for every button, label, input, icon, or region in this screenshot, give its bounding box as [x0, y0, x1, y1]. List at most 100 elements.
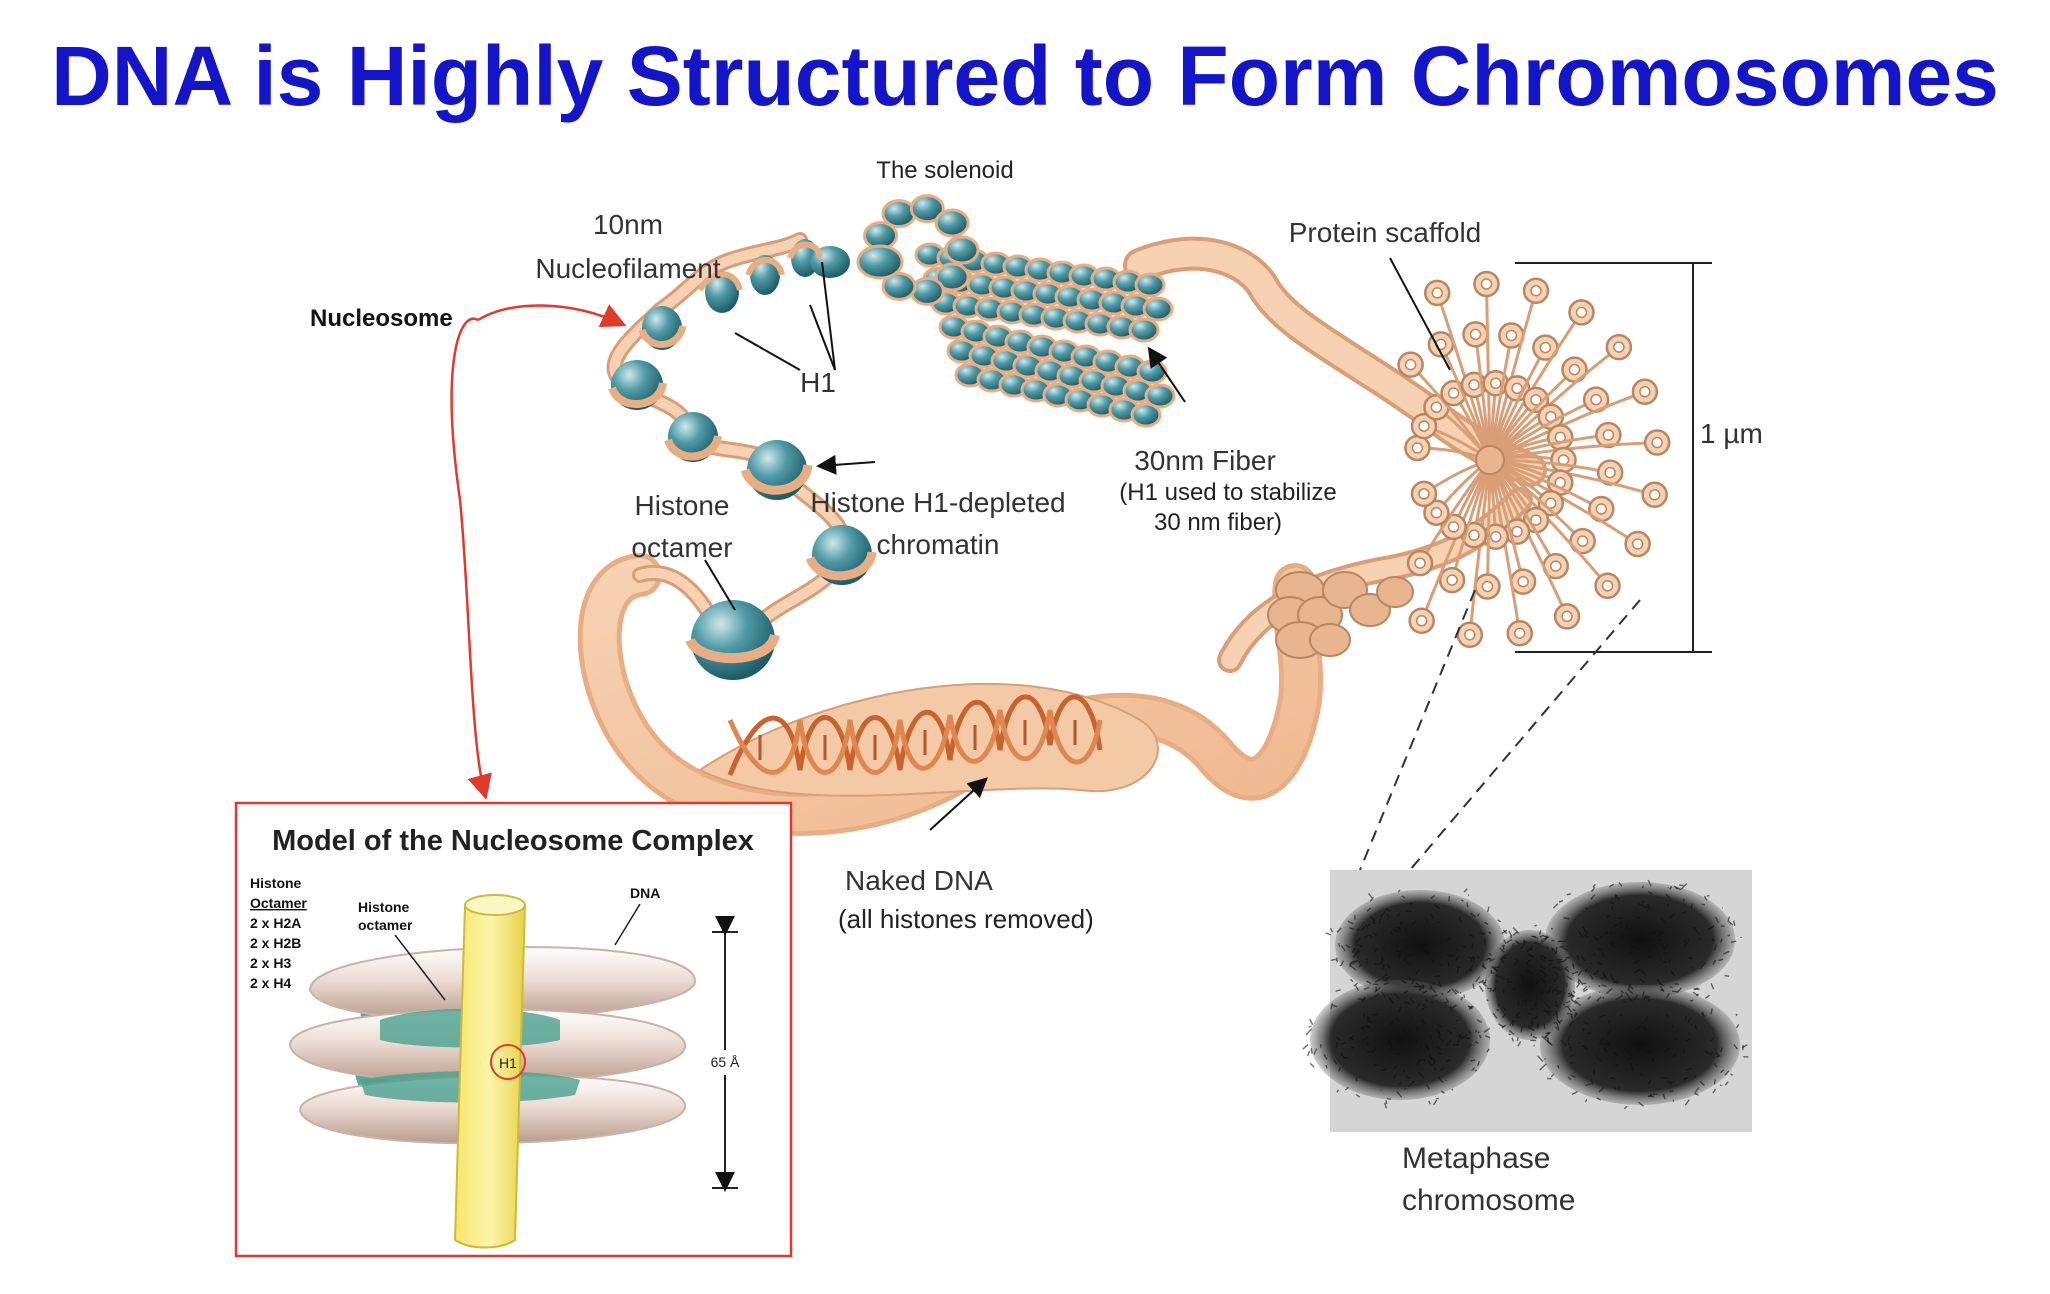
- inset-component: 2 x H3: [250, 955, 291, 971]
- chromatin-texture: [1535, 981, 1538, 985]
- chromatin-texture: [1431, 994, 1438, 998]
- chromatin-texture: [1672, 1037, 1678, 1042]
- chromatin-texture: [1598, 1042, 1605, 1046]
- chromatin-texture: [1555, 989, 1562, 993]
- chromatin-texture: [1430, 1001, 1434, 1004]
- chromatin-texture: [1711, 938, 1715, 942]
- chromatin-texture: [1309, 1018, 1314, 1025]
- chromatin-texture: [1357, 998, 1363, 1001]
- inset-octamer-label-2: octamer: [358, 917, 413, 933]
- chromatin-texture: [1597, 961, 1603, 966]
- chromatin-texture: [1481, 981, 1487, 984]
- chromatin-texture: [1497, 919, 1502, 923]
- chromatin-texture: [1674, 983, 1679, 986]
- inset-h1-rod: [453, 904, 527, 1249]
- chromatin-texture: [1572, 1008, 1576, 1012]
- chromatin-texture: [1381, 991, 1386, 998]
- chromatin-texture: [1403, 939, 1407, 943]
- chromatin-texture: [1618, 917, 1623, 920]
- chromatin-texture: [1614, 1063, 1620, 1068]
- chromatin-texture: [1646, 939, 1651, 943]
- chromatin-texture: [1445, 997, 1450, 1003]
- chromatin-texture: [1416, 1059, 1422, 1066]
- chromatin-texture: [1501, 1013, 1507, 1019]
- chromatin-texture: [1569, 990, 1571, 992]
- solenoid-bead: [1128, 317, 1160, 343]
- chromatin-texture: [1506, 938, 1513, 944]
- chromatin-texture: [1516, 1037, 1519, 1042]
- chromatin-texture: [1381, 1068, 1388, 1072]
- chromatin-texture: [1665, 893, 1671, 899]
- chromatin-texture: [1470, 1059, 1476, 1062]
- chromatin-texture: [1482, 982, 1488, 988]
- chromatin-texture: [1501, 929, 1508, 935]
- chromatin-texture: [1517, 1041, 1522, 1047]
- inset-component: 2 x H4: [250, 975, 291, 991]
- chromatin-texture: [1643, 1026, 1647, 1032]
- scaffold-loop-hole: [1447, 521, 1460, 533]
- chromatin-texture: [1683, 1077, 1689, 1081]
- chromatin-texture: [1692, 926, 1697, 929]
- chromatin-texture: [1558, 900, 1564, 903]
- chromatin-texture: [1381, 964, 1385, 970]
- chromatin-texture: [1409, 997, 1415, 1004]
- chromatin-texture: [1381, 973, 1388, 980]
- chromatin-texture: [1341, 945, 1346, 952]
- chromatin-texture: [1514, 1011, 1521, 1018]
- chromatin-texture: [1427, 1060, 1433, 1067]
- chromatin-texture: [1441, 992, 1444, 996]
- chromatin-texture: [1402, 1036, 1406, 1039]
- chromatin-texture: [1540, 976, 1546, 984]
- scaffold-loop-hole: [1447, 387, 1460, 399]
- chromatin-texture: [1530, 1033, 1533, 1037]
- bead: [705, 271, 739, 313]
- chromatin-texture: [1585, 1083, 1591, 1087]
- chromatin-texture: [1637, 902, 1644, 907]
- chromatin-texture: [1469, 964, 1474, 970]
- chromatin-texture: [1609, 931, 1613, 935]
- chromatin-texture: [1520, 1026, 1523, 1033]
- scaffold-strand: [1488, 290, 1538, 461]
- chromatin-texture: [1606, 987, 1613, 994]
- chromatin-texture: [1355, 937, 1361, 944]
- solenoid-bead: [944, 235, 980, 265]
- chromatin-texture: [1604, 931, 1609, 935]
- chromatin-texture: [1557, 960, 1563, 964]
- chromatin-texture: [1571, 971, 1579, 975]
- scaffold-loop-hole: [1431, 287, 1443, 299]
- chromatin-texture: [1374, 963, 1381, 966]
- chromatin-texture: [1727, 916, 1730, 922]
- chromatin-texture: [1366, 907, 1372, 912]
- chromatin-texture: [1395, 1017, 1400, 1023]
- inset-dimension-label: 65 Å: [711, 1054, 740, 1070]
- chromatin-texture: [1356, 928, 1361, 932]
- chromatin-texture: [1648, 1079, 1652, 1085]
- chromatin-texture: [1492, 989, 1496, 993]
- chromatin-texture: [1357, 943, 1363, 948]
- chromatin-texture: [1598, 1014, 1606, 1019]
- chromatin-texture: [1415, 1002, 1422, 1009]
- solenoid-bead: [934, 262, 970, 292]
- chromatin-texture: [1384, 1102, 1388, 1109]
- chromatin-texture: [1553, 970, 1560, 978]
- chromatin-texture: [1539, 969, 1546, 975]
- chromatin-texture: [1682, 910, 1688, 915]
- chromatin-texture: [1570, 995, 1576, 999]
- chromatin-texture: [1639, 1072, 1643, 1077]
- chromatin-texture: [1492, 1012, 1498, 1019]
- chromatin-texture: [1636, 1063, 1639, 1066]
- chromatin-texture: [1447, 961, 1450, 967]
- label-h1: H1: [800, 367, 836, 398]
- inset-histone-header-2: Octamer: [250, 895, 307, 911]
- chromatin-texture: [1381, 955, 1385, 962]
- chromatin-texture: [1603, 1047, 1608, 1053]
- chromatin-texture: [1593, 953, 1596, 956]
- chromatin-texture: [1613, 1086, 1617, 1091]
- inset-h1-marker: [490, 1044, 526, 1080]
- chromatin-texture: [1339, 964, 1342, 967]
- chromatin-texture: [1607, 1020, 1610, 1023]
- scaffold-loop-hole: [1613, 341, 1625, 353]
- chromatin-texture: [1601, 984, 1607, 988]
- scale-bar: [1515, 262, 1712, 653]
- chromatin-texture: [1418, 985, 1425, 989]
